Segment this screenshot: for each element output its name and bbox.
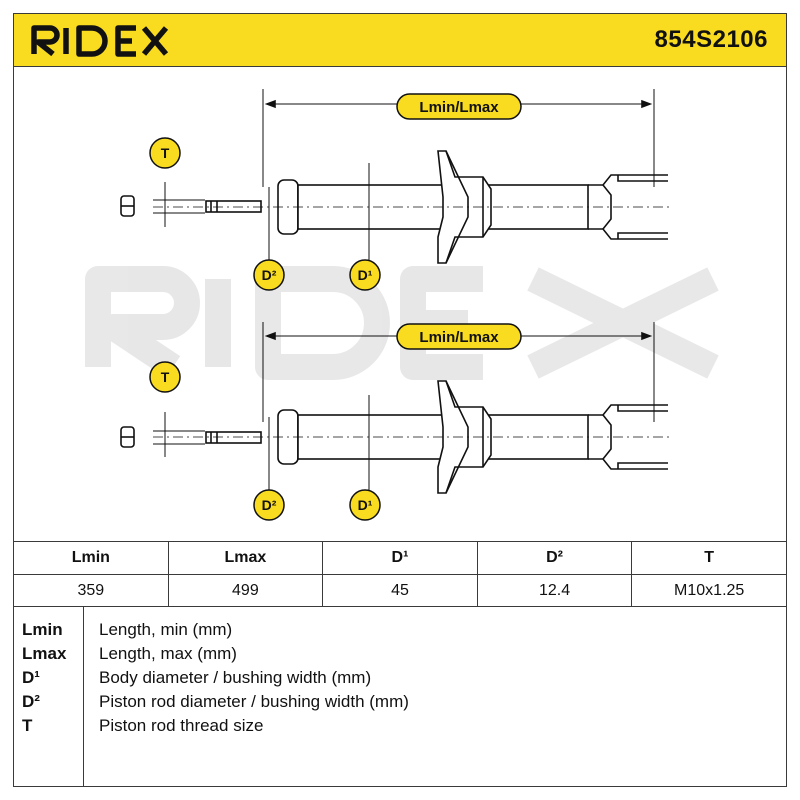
legend-desc: Length, max (mm) xyxy=(99,644,237,663)
value-lmin: 359 xyxy=(13,574,169,607)
body-label: D¹ xyxy=(358,267,373,283)
legend-desc: Piston rod thread size xyxy=(99,716,264,735)
spec-table: Lmin Lmax D¹ D² T 359 499 45 12.4 M10x1.… xyxy=(13,541,787,607)
ridex-logo xyxy=(31,25,169,57)
dimension-callout-bottom: Lmin/Lmax xyxy=(396,323,522,350)
rod-callout-top: D² xyxy=(253,259,285,291)
table-header-row: Lmin Lmax D¹ D² T xyxy=(13,541,787,575)
shock-absorber-drawing: Lmin/Lmax T D² D¹ Lmin/Lmax T D² xyxy=(85,89,719,521)
legend-key: Lmax xyxy=(22,644,67,663)
legend-desc: Piston rod diameter / bushing width (mm) xyxy=(99,692,409,711)
value-d2: 12.4 xyxy=(476,574,633,607)
legend-key: Lmin xyxy=(22,620,63,639)
value-d1: 45 xyxy=(322,574,478,607)
dimension-label: Lmin/Lmax xyxy=(419,99,499,116)
rod-label: D² xyxy=(262,497,277,513)
shock-absorber-bottom xyxy=(120,322,673,494)
dimension-callout-top: Lmin/Lmax xyxy=(396,93,522,120)
drawing-frame xyxy=(13,13,787,787)
table-row: 359 499 45 12.4 M10x1.25 xyxy=(13,574,787,607)
thread-label: T xyxy=(161,145,170,161)
body-label: D¹ xyxy=(358,497,373,513)
legend-divider xyxy=(83,607,84,787)
thread-label: T xyxy=(161,369,170,385)
header-d1: D¹ xyxy=(322,541,478,575)
value-t: M10x1.25 xyxy=(631,574,787,607)
header-bar: 854S2106 xyxy=(13,13,787,67)
shock-absorber-top xyxy=(120,89,673,264)
legend: Lmin Length, min (mm) Lmax Length, max (… xyxy=(13,606,787,787)
rod-callout-bottom: D² xyxy=(253,489,285,521)
body-callout-top: D¹ xyxy=(349,259,381,291)
header-lmax: Lmax xyxy=(167,541,324,575)
part-number: 854S2106 xyxy=(654,26,768,53)
rod-label: D² xyxy=(262,267,277,283)
watermark-logo xyxy=(85,266,719,380)
header-t: T xyxy=(631,541,787,575)
thread-callout-top: T xyxy=(149,137,181,169)
legend-key: D² xyxy=(22,692,40,711)
legend-key: D¹ xyxy=(22,668,40,687)
header-lmin: Lmin xyxy=(13,541,169,575)
body-callout-bottom: D¹ xyxy=(349,489,381,521)
technical-drawing: Lmin/Lmax T D² D¹ Lmin/Lmax T D² xyxy=(13,67,787,541)
value-lmax: 499 xyxy=(167,574,324,607)
header-d2: D² xyxy=(476,541,633,575)
dimension-label: Lmin/Lmax xyxy=(419,329,499,346)
legend-desc: Length, min (mm) xyxy=(99,620,233,639)
legend-desc: Body diameter / bushing width (mm) xyxy=(99,668,372,687)
legend-key: T xyxy=(22,716,33,735)
thread-callout-bottom: T xyxy=(149,361,181,393)
